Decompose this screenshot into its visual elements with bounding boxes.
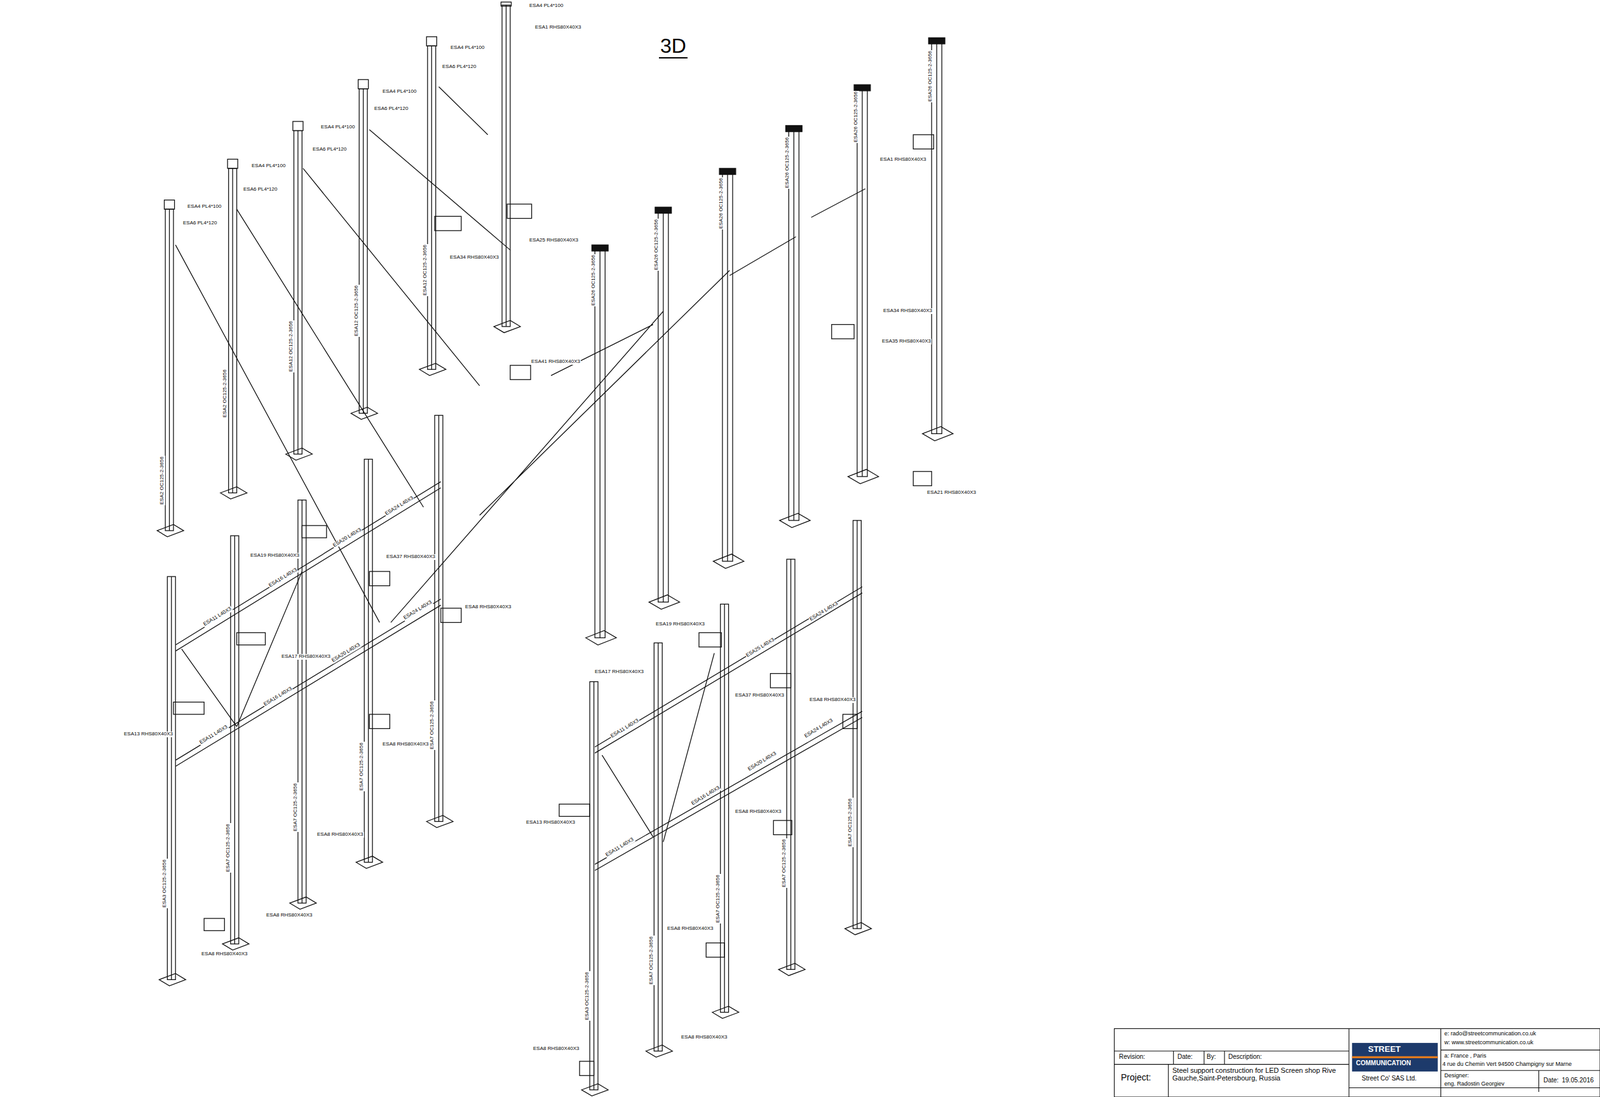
part-callout: ESA7 OC125-2-3656 [359, 741, 365, 792]
title-block-text: Street Co' SAS Ltd. [1361, 1074, 1417, 1082]
title-block-text: 19.05.2016 [1561, 1076, 1595, 1084]
part-callout: ESA6 PL4*120 [182, 220, 218, 227]
part-callout: ESA8 RHS80X40X3 [680, 1034, 729, 1041]
title-block-text: Project: [1120, 1072, 1152, 1083]
part-callout: ESA6 PL4*120 [441, 64, 477, 70]
part-callout: ESA41 RHS80X40X3 [530, 359, 581, 365]
part-callout: ESA37 RHS80X40X3 [734, 692, 785, 699]
part-callout: ESA24 L40X3 [402, 599, 434, 621]
part-callout: ESA4 PL4*100 [186, 203, 222, 210]
part-callout: ESA19 RHS80X40X3 [655, 621, 706, 628]
part-callout: ESA7 OC125-2-3656 [781, 838, 788, 888]
part-callout: ESA20 L40X3 [330, 641, 362, 664]
part-callout: ESA8 RHS80X40X3 [316, 831, 365, 838]
part-callout: ESA8 RHS80X40X3 [381, 741, 430, 748]
part-callout: ESA34 RHS80X40X3 [449, 254, 500, 261]
part-callout: ESA26 OC125-2-3656 [590, 254, 597, 307]
part-callout: ESA7 OC125-2-3656 [648, 935, 655, 985]
part-callout: ESA8 RHS80X40X3 [808, 697, 857, 703]
part-callout: ESA17 RHS80X40X3 [594, 669, 645, 675]
part-callout: ESA7 OC125-2-3656 [292, 782, 299, 832]
part-callout: ESA17 RHS80X40X3 [280, 653, 332, 660]
part-callout: ESA8 RHS80X40X3 [464, 604, 513, 611]
part-callout: ESA8 RHS80X40X3 [734, 808, 783, 815]
part-callout: ESA35 RHS80X40X3 [881, 338, 932, 345]
part-callout: ESA2 OC125-2-3656 [222, 368, 229, 419]
part-callout: ESA7 OC125-2-3656 [429, 700, 436, 750]
title-block-text: eng. Radostin Georgiev [1443, 1080, 1506, 1088]
part-callout: ESA7 OC125-2-3656 [715, 873, 722, 924]
part-callout: ESA34 RHS80X40X3 [882, 308, 933, 314]
part-callout: ESA2 OC125-2-3656 [159, 455, 166, 506]
part-callout: ESA6 PL4*120 [242, 186, 278, 193]
part-callout: ESA37 RHS80X40X3 [385, 554, 436, 560]
part-callout: ESA24 L40X3 [808, 600, 840, 623]
part-callout: ESA8 RHS80X40X3 [666, 925, 715, 932]
column-group [156, 1, 521, 537]
view-title: 3D [658, 34, 688, 59]
part-callout: ESA4 PL4*100 [449, 45, 485, 51]
part-callout: ESA8 RHS80X40X3 [265, 912, 314, 919]
part-callout: ESA19 RHS80X40X3 [249, 552, 300, 559]
column-group [585, 37, 954, 645]
part-callout: ESA20 L40X3 [746, 750, 778, 773]
title-block [1114, 1028, 1600, 1097]
part-callout: ESA26 OC125-2-3656 [927, 50, 934, 103]
part-callout: ESA3 OC125-2-3656 [162, 858, 168, 909]
title-block-text: e: rado@streetcommunication.co.uk [1443, 1030, 1537, 1038]
part-callout: ESA4 PL4*100 [320, 124, 356, 131]
part-callout: ESA21 RHS80X40X3 [926, 489, 977, 496]
part-callout: ESA8 RHS80X40X3 [200, 951, 249, 957]
part-callout: ESA16 L40X3 [690, 784, 722, 807]
part-callout: ESA12 OC125-2-3656 [422, 244, 429, 297]
part-callout: ESA13 RHS80X40X3 [525, 819, 576, 826]
part-callout: ESA8 RHS80X40X3 [532, 1045, 581, 1052]
title-block-text: Date: [1542, 1076, 1560, 1084]
part-callout: ESA7 OC125-2-3656 [225, 822, 232, 873]
title-block-text: STREET [1367, 1044, 1402, 1054]
title-block-text: w: www.streetcommunication.co.uk [1443, 1039, 1534, 1046]
part-callout: ESA12 OC125-2-3656 [353, 284, 360, 337]
part-callout: ESA7 OC125-2-3656 [847, 797, 854, 848]
part-callout: ESA12 OC125-2-3656 [288, 320, 295, 373]
tie-cables [175, 86, 934, 623]
part-callout: ESA25 L40X3 [744, 636, 776, 659]
part-callout: ESA25 RHS80X40X3 [528, 237, 579, 244]
title-block-text: Date: [1176, 1052, 1194, 1060]
part-callout: ESA6 PL4*120 [311, 146, 347, 153]
title-block-text: Revision: [1118, 1052, 1146, 1060]
title-block-text: Designer: [1443, 1072, 1470, 1079]
title-block-text: a: France , Paris [1443, 1052, 1487, 1060]
part-callout: ESA11 L40X3 [604, 836, 636, 858]
part-callout: ESA26 OC125-2-3656 [718, 177, 725, 230]
part-callout: ESA1 RHS80X40X3 [534, 24, 583, 31]
part-callout: ESA26 OC125-2-3656 [853, 90, 860, 143]
title-block-text: Steel support construction for LED Scree… [1171, 1066, 1349, 1082]
part-callout: ESA4 PL4*100 [528, 3, 564, 9]
part-callout: ESA3 OC125-2-3656 [584, 970, 591, 1021]
part-callout: ESA13 RHS80X40X3 [123, 731, 174, 738]
title-block-text: By: [1206, 1052, 1217, 1060]
part-callout: ESA11 L40X3 [198, 723, 230, 746]
part-callout: ESA4 PL4*100 [250, 163, 286, 170]
part-callout: ESA26 OC125-2-3656 [653, 218, 660, 271]
part-callout: ESA6 PL4*120 [373, 106, 409, 112]
title-block-text: 4 rue du Chemin Vert 94500 Champigny sur… [1441, 1061, 1597, 1068]
part-callout: ESA11 L40X3 [202, 605, 234, 628]
part-callout: ESA4 PL4*100 [381, 88, 417, 95]
frame-group [159, 414, 462, 986]
part-callout: ESA26 OC125-2-3656 [784, 136, 791, 189]
frame-group [559, 520, 872, 1097]
part-callout: ESA1 RHS80X40X3 [879, 156, 928, 163]
title-block-text: Description: [1227, 1052, 1263, 1060]
title-block-text: COMMUNICATION [1355, 1059, 1412, 1067]
